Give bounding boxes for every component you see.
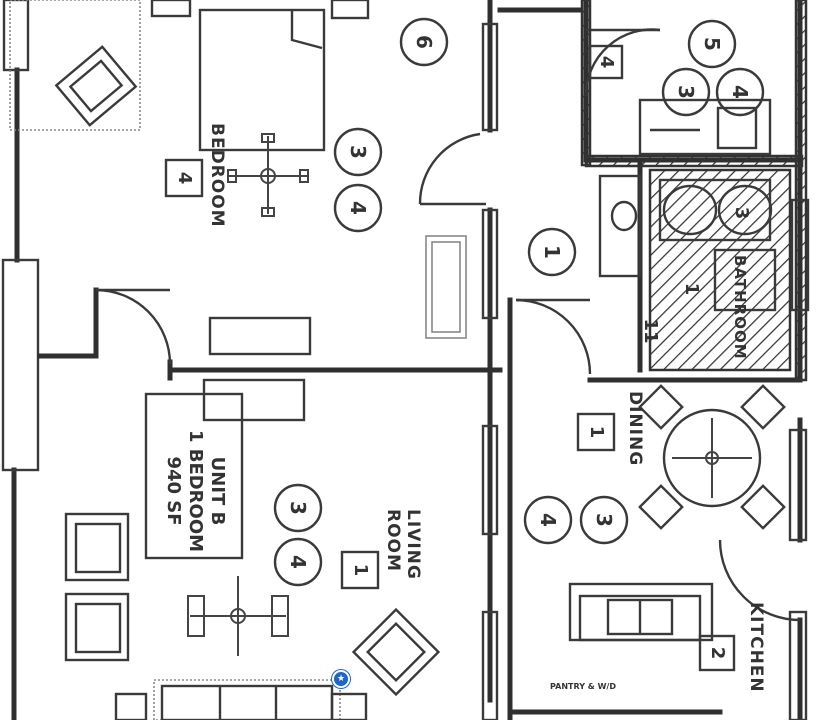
wall-openings xyxy=(481,22,810,720)
dining-door xyxy=(515,298,592,375)
living-table xyxy=(202,378,306,422)
living-chair-1 xyxy=(64,512,130,582)
bath-vanity xyxy=(638,98,772,156)
hatched-walls xyxy=(580,0,808,382)
bathroom-sink xyxy=(598,174,642,278)
hall-shelf xyxy=(425,235,467,339)
kitchen-island xyxy=(568,582,714,642)
left-exterior-wall xyxy=(1,0,141,720)
ceiling-fan-living xyxy=(187,576,289,656)
kitchen-door xyxy=(718,539,801,622)
sofa xyxy=(114,679,368,720)
unit-info-box xyxy=(144,392,244,560)
bathroom-tub xyxy=(648,168,792,372)
dining-table xyxy=(638,384,786,530)
hall-door xyxy=(418,132,486,206)
tag-shapes xyxy=(164,17,765,672)
armchair-top-left xyxy=(54,45,138,127)
bedroom-door xyxy=(95,288,172,365)
living-chair-2 xyxy=(64,592,130,662)
bed xyxy=(150,0,370,152)
bedroom-dresser xyxy=(208,316,312,356)
ceiling-fan-bedroom xyxy=(227,133,309,217)
living-armchair-angled xyxy=(351,607,441,697)
